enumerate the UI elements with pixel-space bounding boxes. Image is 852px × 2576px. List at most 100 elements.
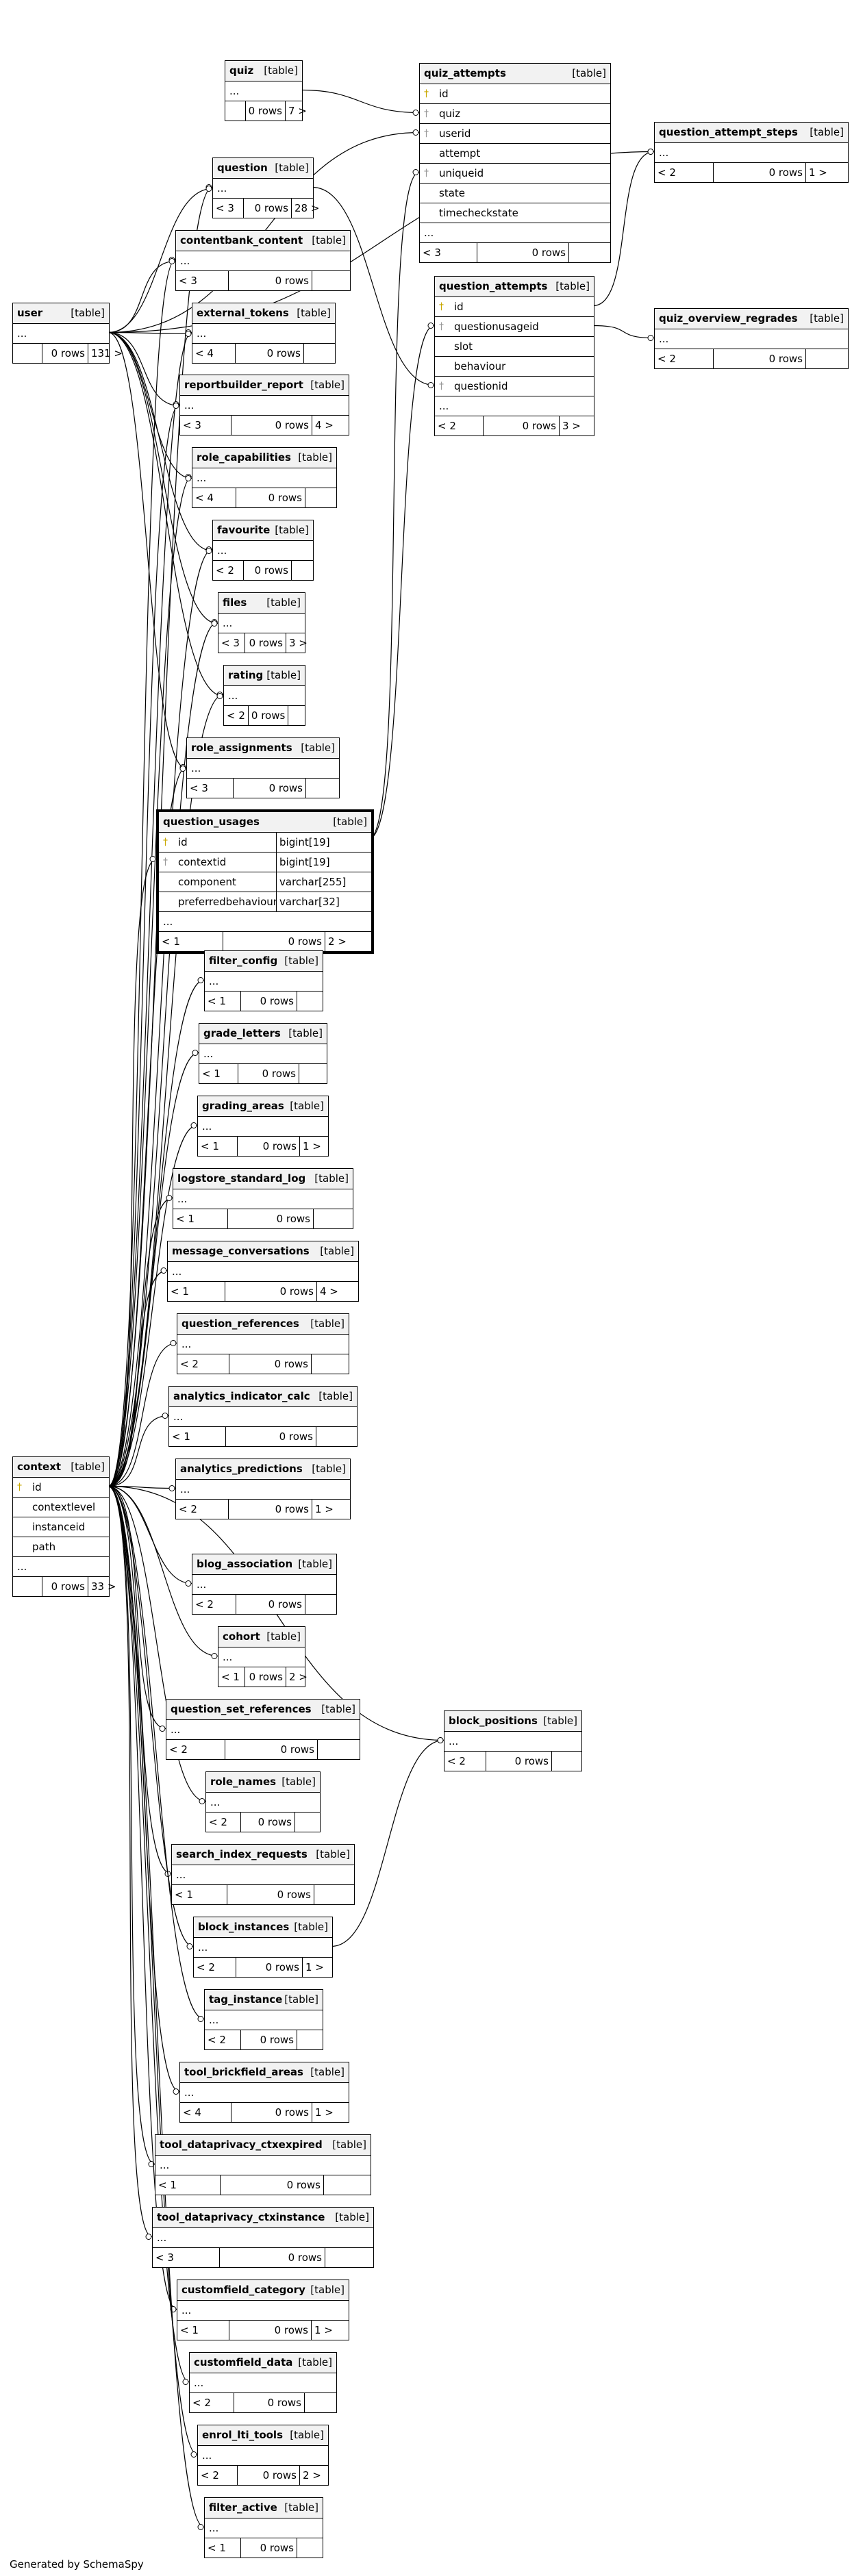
edge-user-role_capabilities: [108, 331, 192, 479]
table-name[interactable]: block_instances: [198, 1921, 290, 1933]
table-name[interactable]: favourite: [217, 524, 271, 536]
table-name[interactable]: question_usages: [163, 816, 260, 828]
table-name[interactable]: customfield_data: [194, 2356, 293, 2369]
table-name[interactable]: search_index_requests: [176, 1848, 308, 1860]
table-name[interactable]: tool_brickfield_areas: [184, 2066, 303, 2078]
parents-count: < 1: [180, 2323, 199, 2336]
table-name[interactable]: cohort: [223, 1630, 260, 1643]
table-name[interactable]: external_tokens: [197, 307, 289, 319]
table-tool-dataprivacy-ctxexpired[interactable]: tool_dataprivacy_ctxexpired[table]...< 1…: [155, 2134, 371, 2195]
table-name[interactable]: rating: [228, 669, 264, 681]
table-type-label: [table]: [310, 2066, 344, 2078]
table-name[interactable]: analytics_predictions: [180, 1463, 303, 1475]
table-name[interactable]: question_references: [181, 1317, 299, 1330]
many-end-marker: [211, 1653, 218, 1659]
table-name[interactable]: quiz_attempts: [424, 67, 506, 79]
children-count: 1 >: [311, 2321, 349, 2340]
table-name[interactable]: files: [223, 596, 247, 609]
parents-count: [225, 101, 245, 121]
table-name[interactable]: filter_config: [209, 955, 278, 967]
children-count: [312, 271, 350, 290]
table-name[interactable]: user: [17, 307, 43, 319]
table-tool-dataprivacy-ctxinstance[interactable]: tool_dataprivacy_ctxinstance[table]...< …: [152, 2207, 374, 2268]
more-columns-ellipsis: ...: [206, 1792, 320, 1812]
table-name[interactable]: analytics_indicator_calc: [173, 1390, 310, 1402]
table-name[interactable]: question_set_references: [171, 1703, 312, 1715]
table-name[interactable]: context: [17, 1461, 62, 1473]
table-name[interactable]: logstore_standard_log: [177, 1172, 306, 1185]
table-name[interactable]: blog_association: [197, 1558, 293, 1570]
table-name[interactable]: grading_areas: [202, 1100, 284, 1112]
table-name[interactable]: quiz_overview_regrades: [659, 312, 798, 325]
table-name[interactable]: quiz: [229, 64, 254, 77]
parents-count: < 1: [221, 1670, 240, 1683]
table-name[interactable]: question: [217, 162, 268, 174]
table-name[interactable]: reportbuilder_report: [184, 379, 303, 391]
table-name[interactable]: question_attempt_steps: [659, 126, 798, 138]
edge-user-files: [108, 331, 218, 624]
edge-question-attempts-steps: [592, 151, 655, 307]
table-name[interactable]: grade_letters: [203, 1027, 281, 1039]
table-name[interactable]: customfield_category: [181, 2284, 305, 2296]
table-name[interactable]: role_capabilities: [197, 451, 291, 464]
table-name[interactable]: tag_instance: [209, 1993, 283, 2006]
parents-count: < 2: [201, 2468, 219, 2482]
table-name[interactable]: question_attempts: [439, 280, 548, 292]
more-columns-ellipsis: ...: [187, 758, 339, 778]
table-name[interactable]: block_positions: [449, 1715, 538, 1727]
row-count: 0 rows: [228, 1500, 312, 1519]
table-name[interactable]: tool_dataprivacy_ctxexpired: [160, 2138, 323, 2151]
table-name[interactable]: tool_dataprivacy_ctxinstance: [157, 2211, 325, 2223]
table-question-attempts[interactable]: question_attempts[table]†id†questionusag…: [434, 276, 594, 436]
edge-context-block_instances: [108, 1485, 194, 1947]
table-name[interactable]: contentbank_content: [180, 234, 303, 247]
table-name[interactable]: filter_active: [209, 2501, 277, 2514]
table-name[interactable]: message_conversations: [172, 1245, 310, 1257]
table-name[interactable]: enrol_lti_tools: [202, 2429, 284, 2441]
row-count: 0 rows: [713, 349, 805, 368]
table-name[interactable]: role_assignments: [191, 742, 292, 754]
table-name[interactable]: role_names: [210, 1776, 277, 1788]
column-type: varchar[32]: [276, 892, 371, 911]
